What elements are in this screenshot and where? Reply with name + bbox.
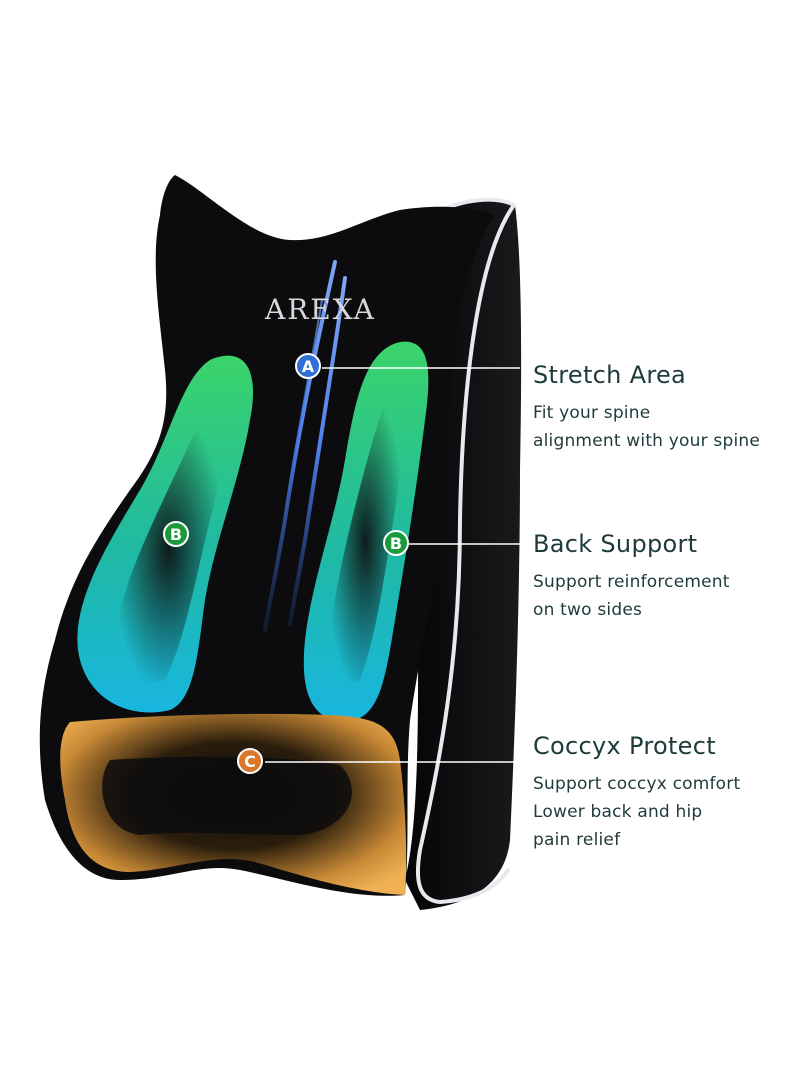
feature-description: Support reinforcement on two sides — [533, 572, 730, 620]
marker-a: A — [295, 353, 321, 379]
brand-logo: AREXA — [265, 293, 376, 326]
feature-description: Support coccyx comfort Lower back and hi… — [533, 774, 741, 850]
brand-logo-text: AREXA — [265, 293, 376, 326]
callout-lines — [265, 367, 520, 763]
marker-b-left: B — [163, 521, 189, 547]
feature-coccyx-protect: Coccyx Protect Support coccyx comfort Lo… — [533, 732, 740, 854]
feature-back-support: Back Support Support reinforcement on tw… — [533, 530, 730, 624]
marker-b-right: B — [383, 530, 409, 556]
feature-stretch-area: Stretch Area Fit your spine alignment wi… — [533, 361, 760, 455]
feature-title: Back Support — [533, 530, 698, 558]
spine-stretch-lines — [263, 260, 347, 632]
feature-title: Coccyx Protect — [533, 732, 716, 760]
marker-c: C — [237, 748, 263, 774]
feature-description: Fit your spine alignment with your spine — [533, 403, 760, 451]
feature-title: Stretch Area — [533, 361, 687, 389]
